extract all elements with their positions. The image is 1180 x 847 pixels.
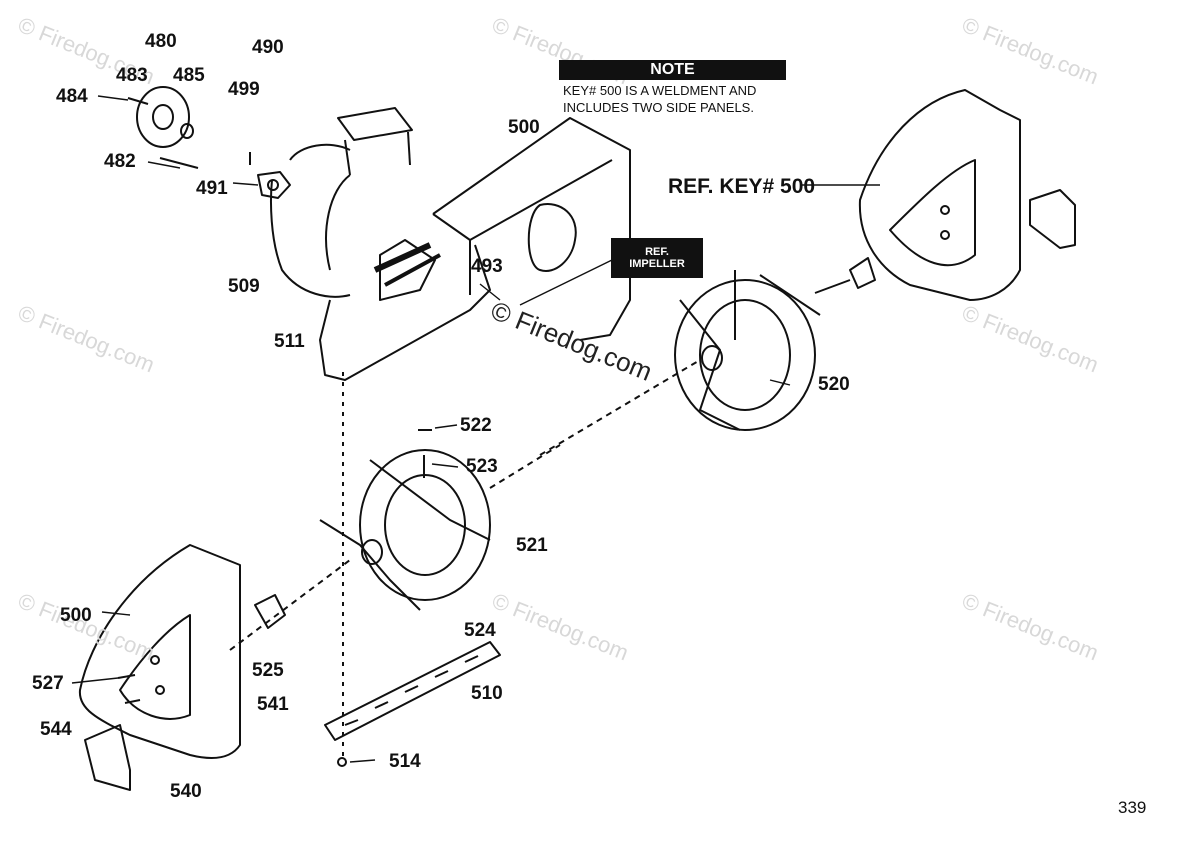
note-heading: NOTE bbox=[559, 60, 786, 80]
part-label-500-top: 500 bbox=[508, 117, 540, 138]
part-label-527: 527 bbox=[32, 673, 64, 694]
part-label-485: 485 bbox=[173, 65, 205, 86]
bearing-flange bbox=[249, 152, 291, 199]
scraper-bar bbox=[324, 372, 501, 767]
part-label-490: 490 bbox=[252, 37, 284, 58]
part-label-484: 484 bbox=[56, 86, 88, 107]
part-label-509: 509 bbox=[228, 276, 260, 297]
part-label-540: 540 bbox=[170, 781, 202, 802]
part-label-525: 525 bbox=[252, 660, 284, 681]
ref-impeller-tag: REF. IMPELLER bbox=[611, 238, 703, 278]
auger-assembly bbox=[229, 429, 561, 651]
part-label-491: 491 bbox=[196, 178, 228, 199]
part-label-483: 483 bbox=[116, 65, 148, 86]
part-label-514: 514 bbox=[389, 751, 421, 772]
part-label-520: 520 bbox=[818, 374, 850, 395]
page-number: 339 bbox=[1118, 798, 1147, 817]
ref-impeller-line-1: REF. bbox=[645, 246, 669, 258]
part-label-524: 524 bbox=[464, 620, 496, 641]
auger-housing bbox=[270, 107, 631, 381]
part-label-522: 522 bbox=[460, 415, 492, 436]
part-label-500-left: 500 bbox=[60, 605, 92, 626]
pulley-assembly bbox=[127, 86, 199, 169]
part-label-544: 544 bbox=[40, 719, 72, 740]
part-label-523: 523 bbox=[466, 456, 498, 477]
part-label-511: 511 bbox=[274, 331, 305, 352]
impeller-assembly bbox=[539, 270, 851, 456]
right-side-panel bbox=[849, 89, 1076, 301]
ref-key-label: REF. KEY# 500 bbox=[668, 175, 816, 198]
leader-lines bbox=[71, 95, 880, 763]
note-line-2: INCLUDES TWO SIDE PANELS. bbox=[563, 100, 754, 115]
part-label-499: 499 bbox=[228, 79, 260, 100]
part-label-521: 521 bbox=[516, 535, 548, 556]
part-label-480: 480 bbox=[145, 31, 177, 52]
part-label-482: 482 bbox=[104, 151, 136, 172]
left-side-panel bbox=[78, 544, 286, 791]
note-line-1: KEY# 500 IS A WELDMENT AND bbox=[563, 83, 757, 98]
part-label-493: 493 bbox=[471, 256, 503, 277]
ref-impeller-line-2: IMPELLER bbox=[629, 258, 685, 270]
part-label-510: 510 bbox=[471, 683, 503, 704]
part-label-541: 541 bbox=[257, 694, 289, 715]
